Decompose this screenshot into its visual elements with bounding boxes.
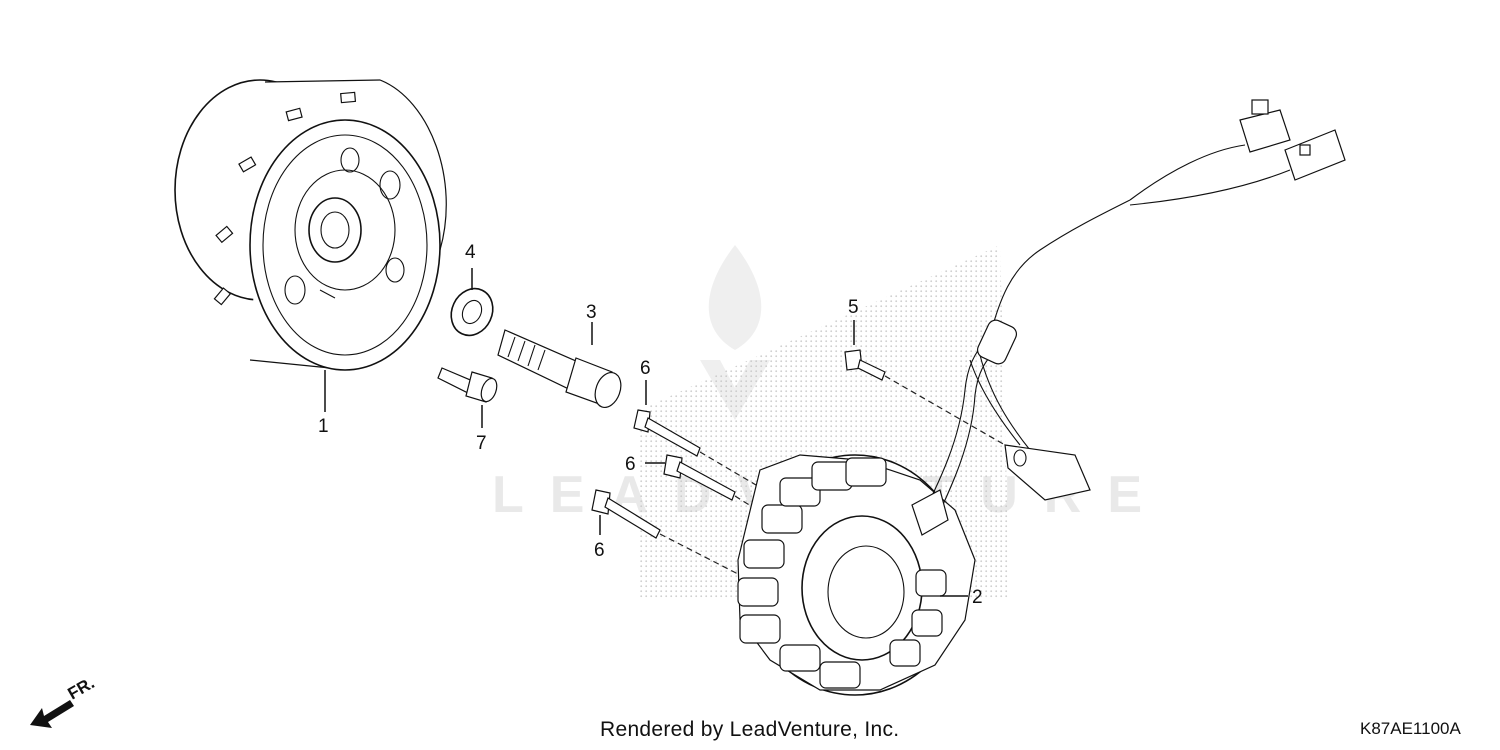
label-part-6-lower: 6 [594,540,605,561]
washer-part [450,287,494,337]
part-labels: 1 2 3 4 5 6 6 6 7 [318,242,983,608]
render-credit: Rendered by LeadVenture, Inc. [600,718,900,741]
connector-lower [1004,444,1091,501]
small-bolt-part [437,367,498,403]
stator-bolt-lower [591,489,661,539]
screw-part [844,349,886,381]
label-part-1: 1 [318,416,329,437]
catalog-code: K87AE1100A [1360,719,1461,738]
stator-bolt-middle [663,454,736,501]
connector-right [1284,129,1346,181]
label-part-4: 4 [465,242,476,263]
flywheel-bolt-part [497,329,622,409]
label-part-6-middle: 6 [625,454,636,475]
connector-upper [1239,99,1291,153]
label-part-3: 3 [586,302,597,323]
label-part-5: 5 [848,297,859,318]
front-direction-label: FR. [65,673,98,703]
flywheel-part [174,79,447,371]
label-part-6-upper: 6 [640,358,651,379]
front-direction-indicator: FR. [30,673,98,728]
label-part-2: 2 [972,587,983,608]
stator-bolt-upper [633,409,701,457]
label-part-7: 7 [476,433,487,454]
wiring-harness [911,144,1291,536]
leader-lines [324,268,968,597]
